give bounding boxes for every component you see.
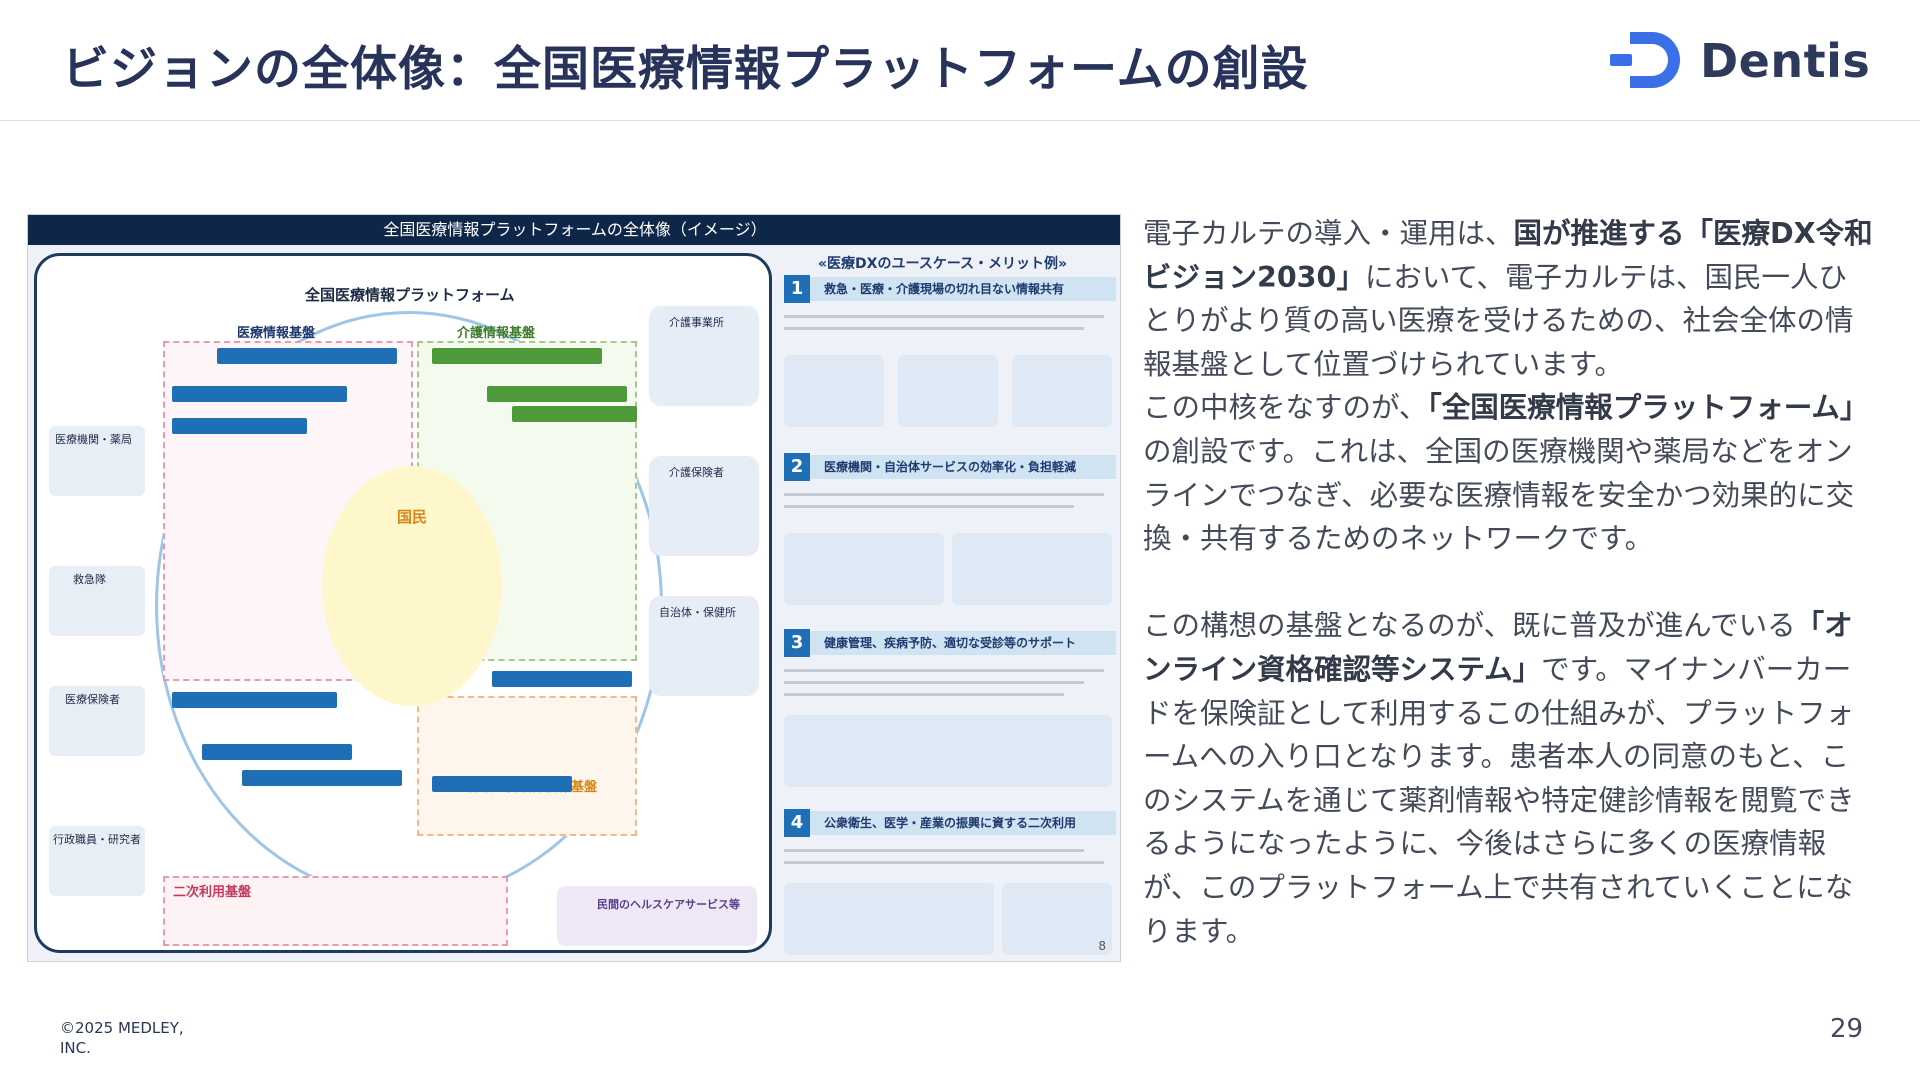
- usecase-illustration: [784, 883, 994, 955]
- copyright: ©2025 MEDLEY, INC.: [60, 1019, 184, 1057]
- actor-ambulance: [49, 566, 145, 636]
- usecase-illustration: [784, 533, 944, 605]
- secondary-use-label: 二次利用基盤: [173, 885, 252, 900]
- actor-municipality: [649, 596, 759, 696]
- dentis-logo-icon: [1610, 32, 1680, 88]
- secondary-use-box: [163, 876, 508, 946]
- text-span: この構想の基盤となるのが、既に普及が進んでいる: [1143, 609, 1796, 643]
- usecase-text-line: [784, 327, 1084, 330]
- actor-care-provider: [649, 306, 759, 406]
- actor-label: 介護保険者: [669, 466, 724, 479]
- text-span: において、電子カルテは、国民一人ひとりがより質の高い医療を受けるための、社会全体…: [1143, 260, 1854, 381]
- usecase-heading: 公衆衛生、医学・産業の振興に資する二次利用: [810, 811, 1116, 835]
- medical-base-label: 医療情報基盤: [237, 326, 316, 341]
- usecase-text-line: [784, 493, 1104, 496]
- diagram-bar: [217, 348, 397, 364]
- paragraph-3: この構想の基盤となるのが、既に普及が進んでいる「オンライン資格確認等システム」で…: [1143, 604, 1873, 953]
- usecase-item: 1 救急・医療・介護現場の切れ目ない情報共有: [780, 275, 1116, 435]
- diagram-bar: [492, 671, 632, 687]
- usecase-item: 3 健康管理、疾病予防、適切な受診等のサポート: [780, 629, 1116, 789]
- actor-care-insurer: [649, 456, 759, 556]
- actor-label: 介護事業所: [669, 316, 724, 329]
- actor-insurer: [49, 686, 145, 756]
- page-number: 29: [1830, 1014, 1864, 1044]
- paragraph-gap: [1143, 561, 1873, 605]
- actor-label: 自治体・保健所: [659, 606, 736, 619]
- usecase-number: 3: [784, 629, 810, 657]
- diagram-bar: [512, 406, 637, 422]
- usecase-item: 2 医療機関・自治体サービスの効率化・負担軽減: [780, 453, 1116, 613]
- usecase-title: «医療DXのユースケース・メリット例»: [818, 256, 1068, 272]
- citizen-label: 国民: [397, 508, 428, 526]
- actor-label: 医療機関・薬局: [55, 433, 132, 446]
- usecase-text-line: [784, 849, 1084, 852]
- diagram-bar: [432, 348, 602, 364]
- logo-text: Dentis: [1700, 34, 1871, 88]
- slide-title: ビジョンの全体像：全国医療情報プラットフォームの創設: [62, 42, 1309, 97]
- paragraph-1: 電子カルテの導入・運用は、国が推進する「医療DX令和ビジョン2030」において、…: [1143, 212, 1873, 386]
- actor-label: 医療保険者: [65, 693, 120, 706]
- text-span: 電子カルテの導入・運用は、: [1143, 217, 1514, 250]
- diagram-bar: [487, 386, 627, 402]
- emphasis-text: 「全国医療情報プラットフォーム」: [1427, 391, 1869, 425]
- usecase-heading: 医療機関・自治体サービスの効率化・負担軽減: [810, 455, 1116, 479]
- usecase-number: 2: [784, 453, 810, 481]
- text-span: です。マイナンバーカードを保険証として利用するこの仕組みが、プラットフォームへの…: [1143, 652, 1855, 948]
- diagram-bar: [172, 386, 347, 402]
- body-text: 電子カルテの導入・運用は、国が推進する「医療DX令和ビジョン2030」において、…: [1143, 212, 1873, 953]
- emphasis-text: 「オンライン資格確認等システム」: [1143, 609, 1853, 686]
- usecase-illustration: [784, 715, 1112, 787]
- private-service-label: 民間のヘルスケアサービス等: [597, 898, 740, 911]
- usecase-heading: 救急・医療・介護現場の切れ目ない情報共有: [810, 277, 1116, 301]
- usecase-heading: 健康管理、疾病予防、適切な受診等のサポート: [810, 631, 1116, 655]
- actor-label: 行政職員・研究者: [53, 833, 141, 846]
- private-service-box: [557, 886, 757, 946]
- usecase-illustration: [1002, 883, 1112, 955]
- diagram-bar: [172, 418, 307, 434]
- usecase-number: 1: [784, 275, 810, 303]
- slide-header: ビジョンの全体像：全国医療情報プラットフォームの創設 Dentis: [0, 0, 1920, 121]
- care-base-label: 介護情報基盤: [457, 326, 536, 341]
- diagram-bar: [242, 770, 402, 786]
- usecase-text-line: [784, 669, 1104, 672]
- usecase-illustration: [898, 355, 998, 427]
- platform-title: 全国医療情報プラットフォーム: [305, 286, 515, 304]
- diagram-bar: [172, 692, 337, 708]
- figure-page-number: 8: [1098, 939, 1106, 953]
- usecase-text-line: [784, 315, 1104, 318]
- actor-label: 救急隊: [73, 573, 106, 586]
- usecase-item: 4 公衆衛生、医学・産業の振興に資する二次利用: [780, 809, 1116, 961]
- diagram-bar: [202, 744, 352, 760]
- text-span: この中核をなすのが、: [1143, 391, 1428, 425]
- usecase-text-line: [784, 505, 1074, 508]
- emphasis-text: 国が推進する「医療DX令和ビジョン2030」: [1143, 217, 1873, 294]
- usecase-panel: «医療DXのユースケース・メリット例» 1 救急・医療・介護現場の切れ目ない情報…: [780, 253, 1116, 957]
- platform-diagram-figure: 全国医療情報プラットフォームの全体像（イメージ） 全国医療情報プラットフォーム …: [27, 214, 1121, 962]
- dentis-logo: Dentis: [1610, 26, 1870, 96]
- actor-medical-institution: [49, 426, 145, 496]
- usecase-illustration: [1012, 355, 1112, 427]
- paragraph-2: この中核をなすのが、「全国医療情報プラットフォーム」の創設です。これは、全国の医…: [1143, 386, 1873, 560]
- usecase-illustration: [952, 533, 1112, 605]
- usecase-text-line: [784, 861, 1104, 864]
- citizen-circle: [322, 466, 502, 706]
- usecase-text-line: [784, 693, 1064, 696]
- usecase-number: 4: [784, 809, 810, 837]
- text-span: の創設です。これは、全国の医療機関や薬局などをオンラインでつなぎ、必要な医療情報…: [1143, 434, 1855, 556]
- diagram-bar: [432, 776, 572, 792]
- platform-overview-panel: 全国医療情報プラットフォーム 国民 医療情報基盤 介護情報基盤 行政・自治体情報…: [34, 253, 772, 953]
- usecase-illustration: [784, 355, 884, 427]
- usecase-text-line: [784, 681, 1084, 684]
- actor-researcher: [49, 826, 145, 896]
- admin-base-box: [417, 696, 637, 836]
- figure-banner: 全国医療情報プラットフォームの全体像（イメージ）: [28, 215, 1120, 245]
